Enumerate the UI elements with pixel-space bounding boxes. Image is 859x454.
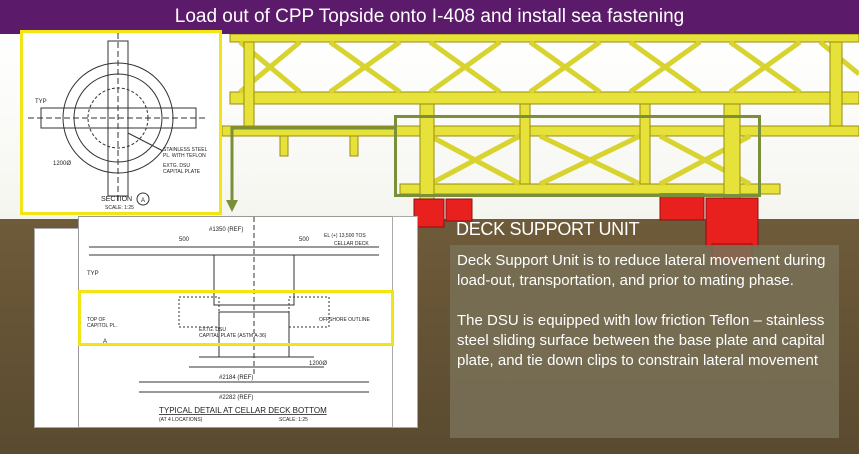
- dim-500-right: 500: [299, 237, 310, 243]
- capitol-pl-label: CAPITOL PL.: [87, 323, 117, 329]
- detail-subtitle: (AT 4 LOCATIONS): [159, 417, 203, 423]
- extg-dsu-label: EXTG. DSU: [199, 327, 226, 333]
- dsu-highlight-frame: [394, 115, 761, 197]
- dim-1200-bottom: 1200Ø: [309, 361, 327, 367]
- callout-capital-plate: CAPITAL PLATE: [163, 169, 201, 175]
- dim-2282: #2282 (REF): [219, 395, 253, 401]
- cellar-deck-label: CELLAR DECK: [334, 241, 369, 247]
- callout-stainless: STAINLESS STEEL: [163, 147, 208, 153]
- section-drawing-inset: TYP STAINLESS STEEL PL. WITH TEFLON EXTG…: [20, 30, 222, 215]
- section-mark: A: [141, 198, 145, 204]
- dim-1350: #1350 (REF): [209, 227, 243, 233]
- detail-scale: SCALE: 1:25: [279, 417, 308, 423]
- section-label: SECTION: [101, 196, 132, 203]
- dim-2184: #2184 (REF): [219, 375, 253, 381]
- typ-label-bottom: TYP: [87, 271, 99, 277]
- typ-label: TYP: [35, 99, 47, 105]
- info-heading: DECK SUPPORT UNIT: [456, 219, 640, 239]
- dim-diameter: 1200Ø: [53, 161, 71, 167]
- top-of-label: TOP OF: [87, 317, 105, 323]
- section-scale: SCALE: 1:25: [105, 205, 134, 211]
- detail-highlight-box: [78, 290, 394, 346]
- elevation-drawing: #1350 (REF) EL (+) 13,500 TOS CELLAR DEC…: [87, 217, 379, 423]
- info-paragraph-2: The DSU is equipped with low friction Te…: [457, 312, 825, 369]
- drawing-side-strip-left: [34, 228, 82, 428]
- section-drawing: TYP STAINLESS STEEL PL. WITH TEFLON EXTG…: [28, 33, 208, 211]
- slide-title: Load out of CPP Topside onto I-408 and i…: [0, 0, 859, 34]
- dim-500-left: 500: [179, 237, 190, 243]
- drawing-side-strip-right: [392, 216, 418, 428]
- info-panel: Deck Support Unit is to reduce lateral m…: [450, 245, 839, 438]
- callout-teflon: PL. WITH TEFLON: [163, 153, 206, 159]
- detail-title: TYPICAL DETAIL AT CELLAR DECK BOTTOM: [159, 406, 327, 415]
- callout-extg-dsu: EXTG. DSU: [163, 163, 190, 169]
- offshore-outline-label: OFFSHORE OUTLINE: [319, 317, 371, 323]
- info-paragraph-1: Deck Support Unit is to reduce lateral m…: [457, 252, 826, 289]
- elevation-drawing-inset: #1350 (REF) EL (+) 13,500 TOS CELLAR DEC…: [78, 216, 396, 428]
- el-label: EL (+) 13,500 TOS: [324, 233, 366, 239]
- note-a: A: [103, 339, 107, 345]
- capital-plate-label: CAPITAL PLATE (ASTM A-36): [199, 333, 267, 339]
